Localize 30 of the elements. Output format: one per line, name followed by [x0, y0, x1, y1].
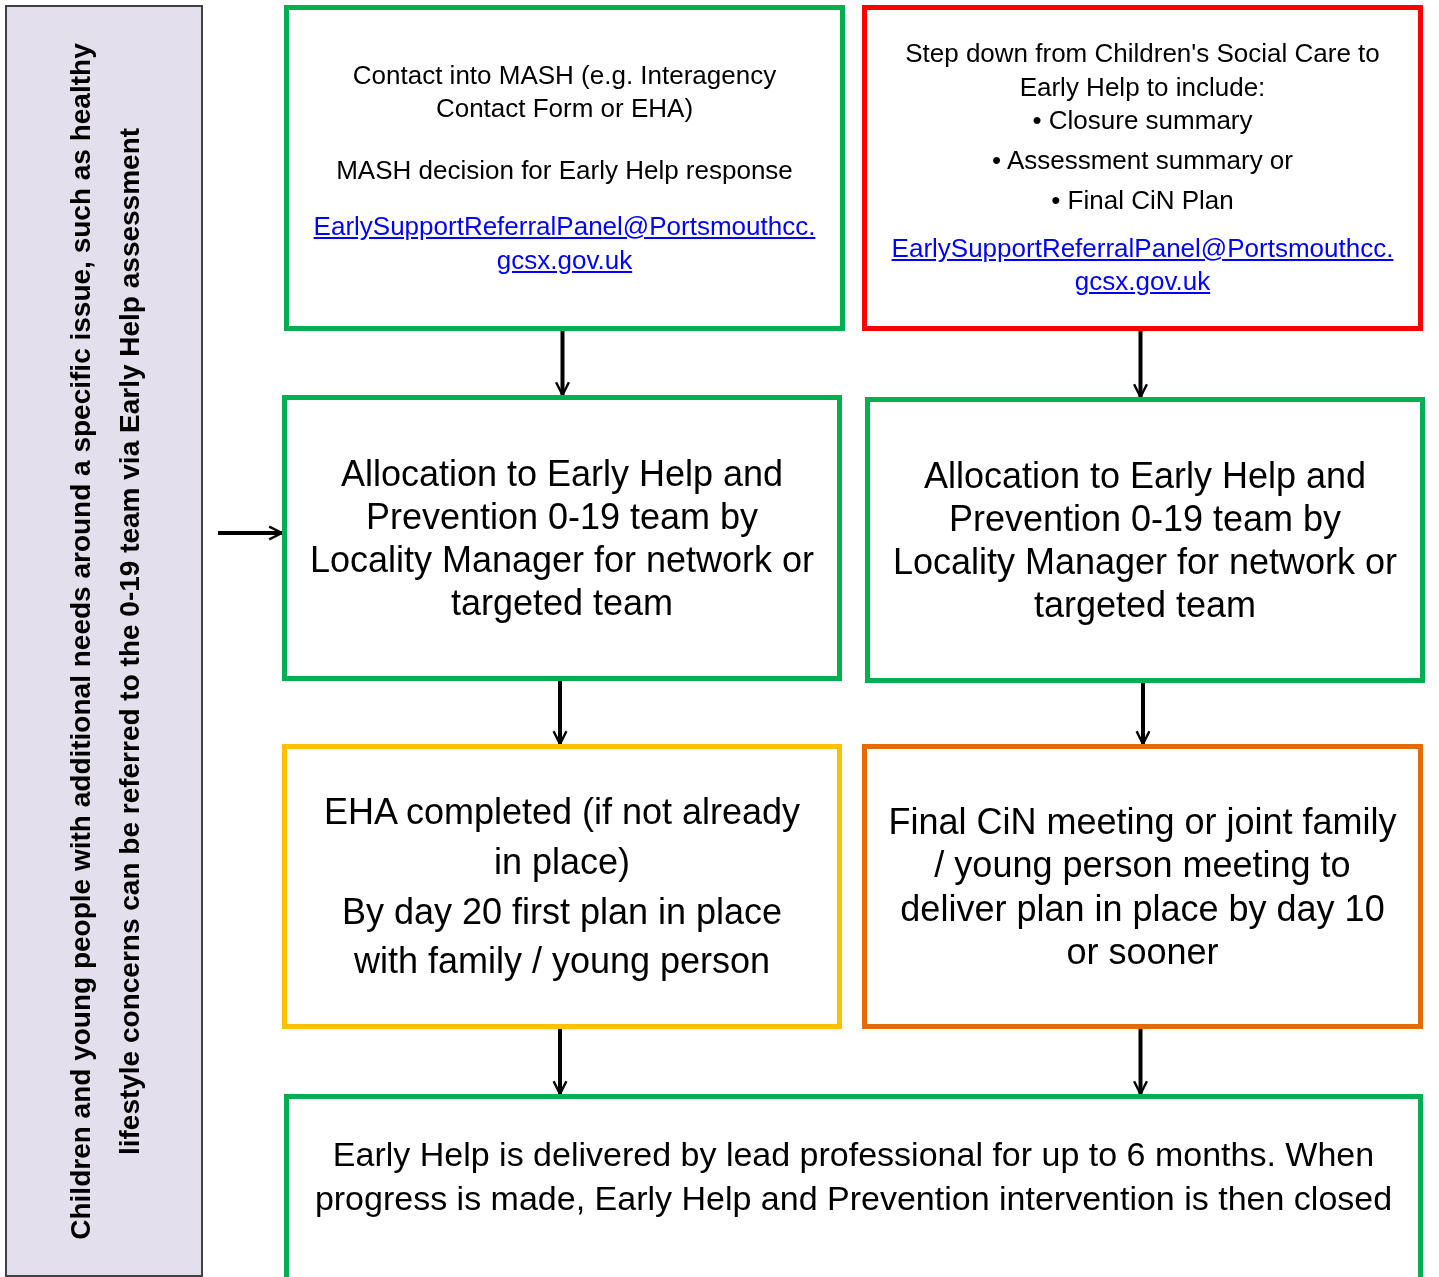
box-text: MASH decision for Early Help response: [335, 154, 794, 188]
box-text: Allocation to Early Help and Prevention 0-19 team by Locality Manager for network or targeted team: [891, 453, 1399, 627]
arrow: [552, 681, 568, 746]
box-text: Allocation to Early Help and Prevention 0-19 team by Locality Manager for network or targeted team: [308, 451, 816, 625]
box-text: Contact into MASH (e.g. Interagency Contact Form or EHA): [351, 58, 778, 126]
bullet-item: • Assessment summary or: [991, 144, 1294, 178]
arrow: [1132, 1029, 1149, 1096]
arrow: [554, 331, 571, 397]
box-text: Step down from Children's Social Care to Early Help to include:: [904, 36, 1381, 104]
box-text: EHA completed (if not already in place): [322, 790, 802, 884]
email-link: EarlySupportReferralPanel@Portsmouthcc.gcsx.gov.uk: [312, 209, 817, 277]
bullet-item: • Closure summary: [1031, 104, 1254, 138]
email-link: EarlySupportReferralPanel@Portsmouthcc.gcsx.gov.uk: [890, 231, 1395, 299]
process-box: [284, 1094, 1423, 1277]
box-text: Early Help is delivered by lead professional for up to 6 months. When progress is made, Early Help and Prevention intervention is then closed: [313, 1134, 1394, 1219]
process-box: [862, 5, 1423, 331]
process-box: [862, 744, 1423, 1029]
arrow: [1135, 683, 1151, 746]
arrow: [218, 525, 284, 541]
arrow: [1132, 331, 1149, 399]
arrow: [552, 1029, 568, 1096]
side-band: [5, 5, 203, 1277]
process-box: [282, 395, 842, 681]
box-text: By day 20 first plan in place with family / young person: [340, 889, 784, 984]
bullet-item: • Final CiN Plan: [1050, 183, 1235, 217]
process-box: [865, 397, 1425, 683]
side-label: Children and young people with additional needs around a specific issue, such as healthy lifestyle concerns can be referred to the 0-19 team via Early Help assessment: [63, 41, 146, 1242]
process-box: [282, 744, 842, 1029]
box-text: Final CiN meeting or joint family / young person meeting to deliver plan in place by day 10 or sooner: [887, 800, 1398, 973]
process-box: [284, 5, 845, 331]
